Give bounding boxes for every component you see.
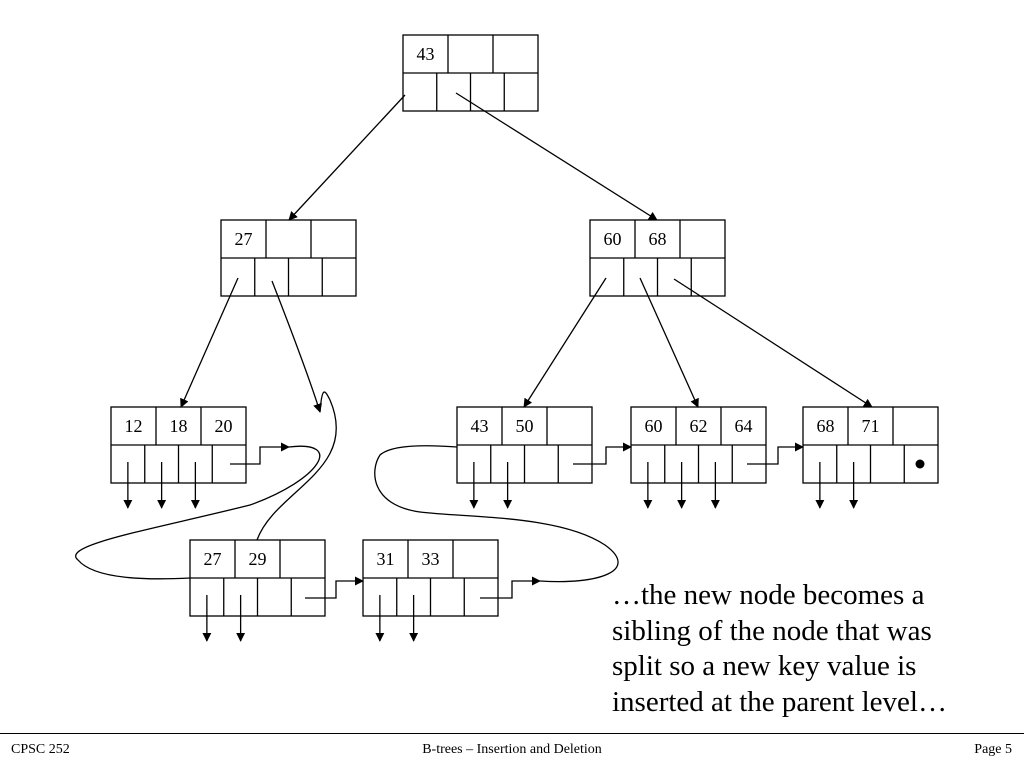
node-key: 68 (817, 416, 835, 436)
btree-diagram: 43 27 60 68 12 18 20 43 50 60 62 64 68 71 27 29 31 33 (75, 34, 939, 642)
caption-line: …the new node becomes a (612, 579, 925, 611)
child-pointer-arrow (455, 92, 658, 221)
caption-line: sibling of the node that was (612, 614, 932, 647)
caption-line: split so a new key value is (612, 650, 917, 682)
sibling-link-arrow (305, 576, 364, 599)
btree-node-right-internal: 60 68 (589, 219, 726, 297)
btree-node-leaf-60-62-64: 60 62 64 (630, 406, 767, 484)
node-key: 33 (422, 549, 440, 569)
curve-connector (256, 391, 337, 541)
node-key: 71 (862, 416, 880, 436)
btree-node-leaf-27-29: 27 29 (189, 539, 326, 617)
footer-page-number: Page 5 (974, 742, 1012, 757)
sibling-link-arrow (573, 442, 632, 465)
node-key: 60 (645, 416, 663, 436)
footer-divider (0, 733, 1024, 734)
loop-connector (75, 445, 321, 580)
node-key: 64 (735, 416, 753, 436)
node-key: 18 (170, 416, 188, 436)
child-pointer-arrow (639, 277, 699, 408)
caption: …the new node becomes a sibling of the n… (612, 578, 1012, 720)
footer-course: CPSC 252 (11, 742, 70, 757)
btree-node-leaf-43-50: 43 50 (456, 406, 593, 484)
btree-node-leaf-31-33: 31 33 (362, 539, 499, 617)
sibling-link-arrow (747, 442, 804, 465)
nodes-layer: 43 27 60 68 12 18 20 43 50 60 62 64 68 71 27 29 31 33 (110, 34, 939, 617)
btree-node-root: 43 (402, 34, 539, 112)
btree-node-leaf-12-18-20: 12 18 20 (110, 406, 247, 484)
footer-title: B-trees – Insertion and Deletion (422, 742, 602, 757)
edges-layer (75, 92, 925, 642)
sibling-link-arrow (480, 576, 541, 599)
child-pointer-arrow (271, 280, 322, 413)
node-key: 43 (471, 416, 489, 436)
child-pointer-arrow (180, 277, 239, 408)
child-pointer-arrow (523, 277, 607, 408)
node-key: 60 (604, 229, 622, 249)
child-pointer-arrow (673, 278, 873, 408)
node-key: 50 (516, 416, 534, 436)
node-key: 62 (690, 416, 708, 436)
node-key: 43 (417, 44, 435, 64)
node-key: 29 (249, 549, 267, 569)
child-pointer-arrow (288, 94, 406, 221)
caption-line: inserted at the parent level… (612, 685, 947, 718)
node-key: 27 (235, 229, 253, 249)
btree-node-left-internal: 27 (220, 219, 357, 297)
sibling-link-arrow (230, 442, 290, 465)
node-key: 20 (215, 416, 233, 436)
null-pointer-dot (915, 459, 925, 469)
node-key: 31 (377, 549, 395, 569)
node-key: 12 (125, 416, 143, 436)
node-key: 27 (204, 549, 222, 569)
node-key: 68 (649, 229, 667, 249)
loop-connector (374, 445, 619, 583)
btree-node-leaf-68-71: 68 71 (802, 406, 939, 484)
